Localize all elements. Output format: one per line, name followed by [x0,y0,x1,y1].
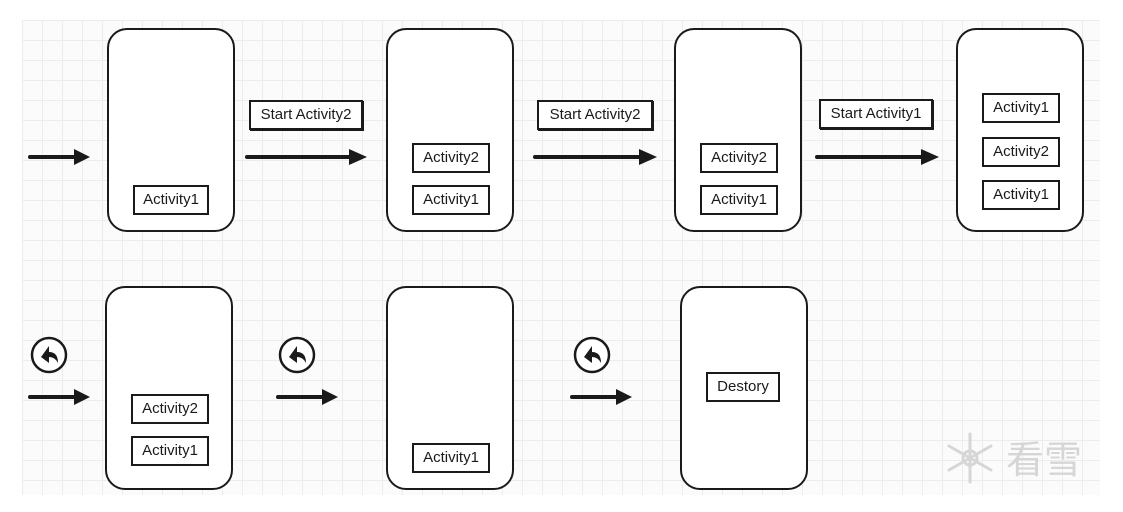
stack-item-activity2: Activity2 [131,394,209,424]
stack-item-activity1: Activity1 [412,185,490,215]
step-arrow-icon [815,149,939,165]
phone-2: Activity2 Activity1 [386,28,514,232]
stack-item-activity2: Activity2 [982,137,1060,167]
step-label-start-activity2: Start Activity2 [249,100,363,130]
back-arrow-icon [573,336,611,374]
watermark-text: 看雪 [1006,438,1082,482]
phone-6: Activity1 [386,286,514,490]
stack-item-activity1: Activity1 [412,443,490,473]
phone-3: Activity2 Activity1 [674,28,802,232]
phone-7: Destory [680,286,808,490]
stack-item-activity1: Activity1 [700,185,778,215]
back-step-arrow-icon [570,389,632,405]
stack-item-destory: Destory [706,372,780,402]
stack-item-activity1: Activity1 [982,93,1060,123]
stack-item-activity1: Activity1 [131,436,209,466]
step-label-start-activity1: Start Activity1 [819,99,933,129]
kanxue-watermark-logo: 看雪 [947,432,1082,484]
back-step-arrow-icon [28,389,90,405]
step-label-start-activity2: Start Activity2 [537,100,653,130]
phone-1: Activity1 [107,28,235,232]
stack-item-activity1: Activity1 [982,180,1060,210]
step-arrow-icon [533,149,657,165]
back-step-arrow-icon [276,389,338,405]
entry-arrow-icon [28,149,90,165]
back-arrow-icon [30,336,68,374]
stack-item-activity1: Activity1 [133,185,209,215]
step-arrow-icon [245,149,367,165]
back-arrow-icon [278,336,316,374]
stack-item-activity2: Activity2 [412,143,490,173]
phone-5: Activity2 Activity1 [105,286,233,490]
stack-item-activity2: Activity2 [700,143,778,173]
phone-4: Activity1 Activity2 Activity1 [956,28,1084,232]
